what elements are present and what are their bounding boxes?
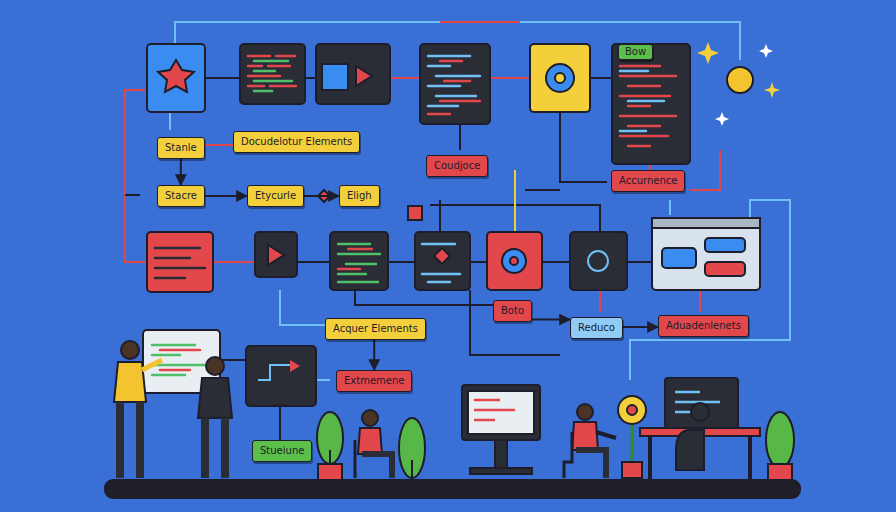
sun-sparkles: [697, 42, 780, 126]
process-box: Bow: [618, 44, 653, 60]
workspace-scene: [105, 341, 800, 498]
connector-arrow: [623, 326, 658, 328]
connector-arrow: [532, 319, 570, 321]
connector-arrow: [205, 195, 247, 197]
process-box: Stacre: [157, 185, 205, 207]
process-box: Accurnence: [611, 170, 685, 192]
node-label: Extmemene: [344, 375, 404, 387]
process-box: Acquer Elements: [325, 318, 426, 340]
process-box: Stanle: [157, 137, 205, 159]
process-box: Extmemene: [336, 370, 412, 392]
node-label: Acquer Elements: [333, 323, 418, 335]
node-label: Bow: [625, 46, 646, 58]
connector-arrow: [180, 159, 182, 185]
node-label: Docudelotur Elements: [241, 136, 352, 148]
connector-arrow: [304, 195, 339, 197]
flow-lines: [125, 22, 790, 440]
process-box: Etycurle: [247, 185, 304, 207]
code-lines: [152, 56, 676, 375]
process-box: Coudjoce: [426, 155, 488, 177]
node-label: Stanle: [165, 142, 197, 154]
node-label: Aduadenlenets: [666, 320, 741, 332]
node-label: Stueiune: [260, 445, 304, 457]
node-label: Reduco: [578, 322, 615, 334]
process-box: Boto: [493, 300, 532, 322]
node-label: Boto: [501, 305, 524, 317]
node-label: Stacre: [165, 190, 197, 202]
connector-arrow: [373, 340, 375, 370]
process-box: Reduco: [570, 317, 623, 339]
process-box: Aduadenlenets: [658, 315, 749, 337]
code-panels: [143, 44, 760, 406]
node-label: Eligh: [347, 190, 372, 202]
node-label: Coudjoce: [434, 160, 480, 172]
node-label: Etycurle: [255, 190, 296, 202]
process-box: Eligh: [339, 185, 380, 207]
process-box: Stueiune: [252, 440, 312, 462]
node-label: Accurnence: [619, 175, 677, 187]
process-box: Docudelotur Elements: [233, 131, 360, 153]
